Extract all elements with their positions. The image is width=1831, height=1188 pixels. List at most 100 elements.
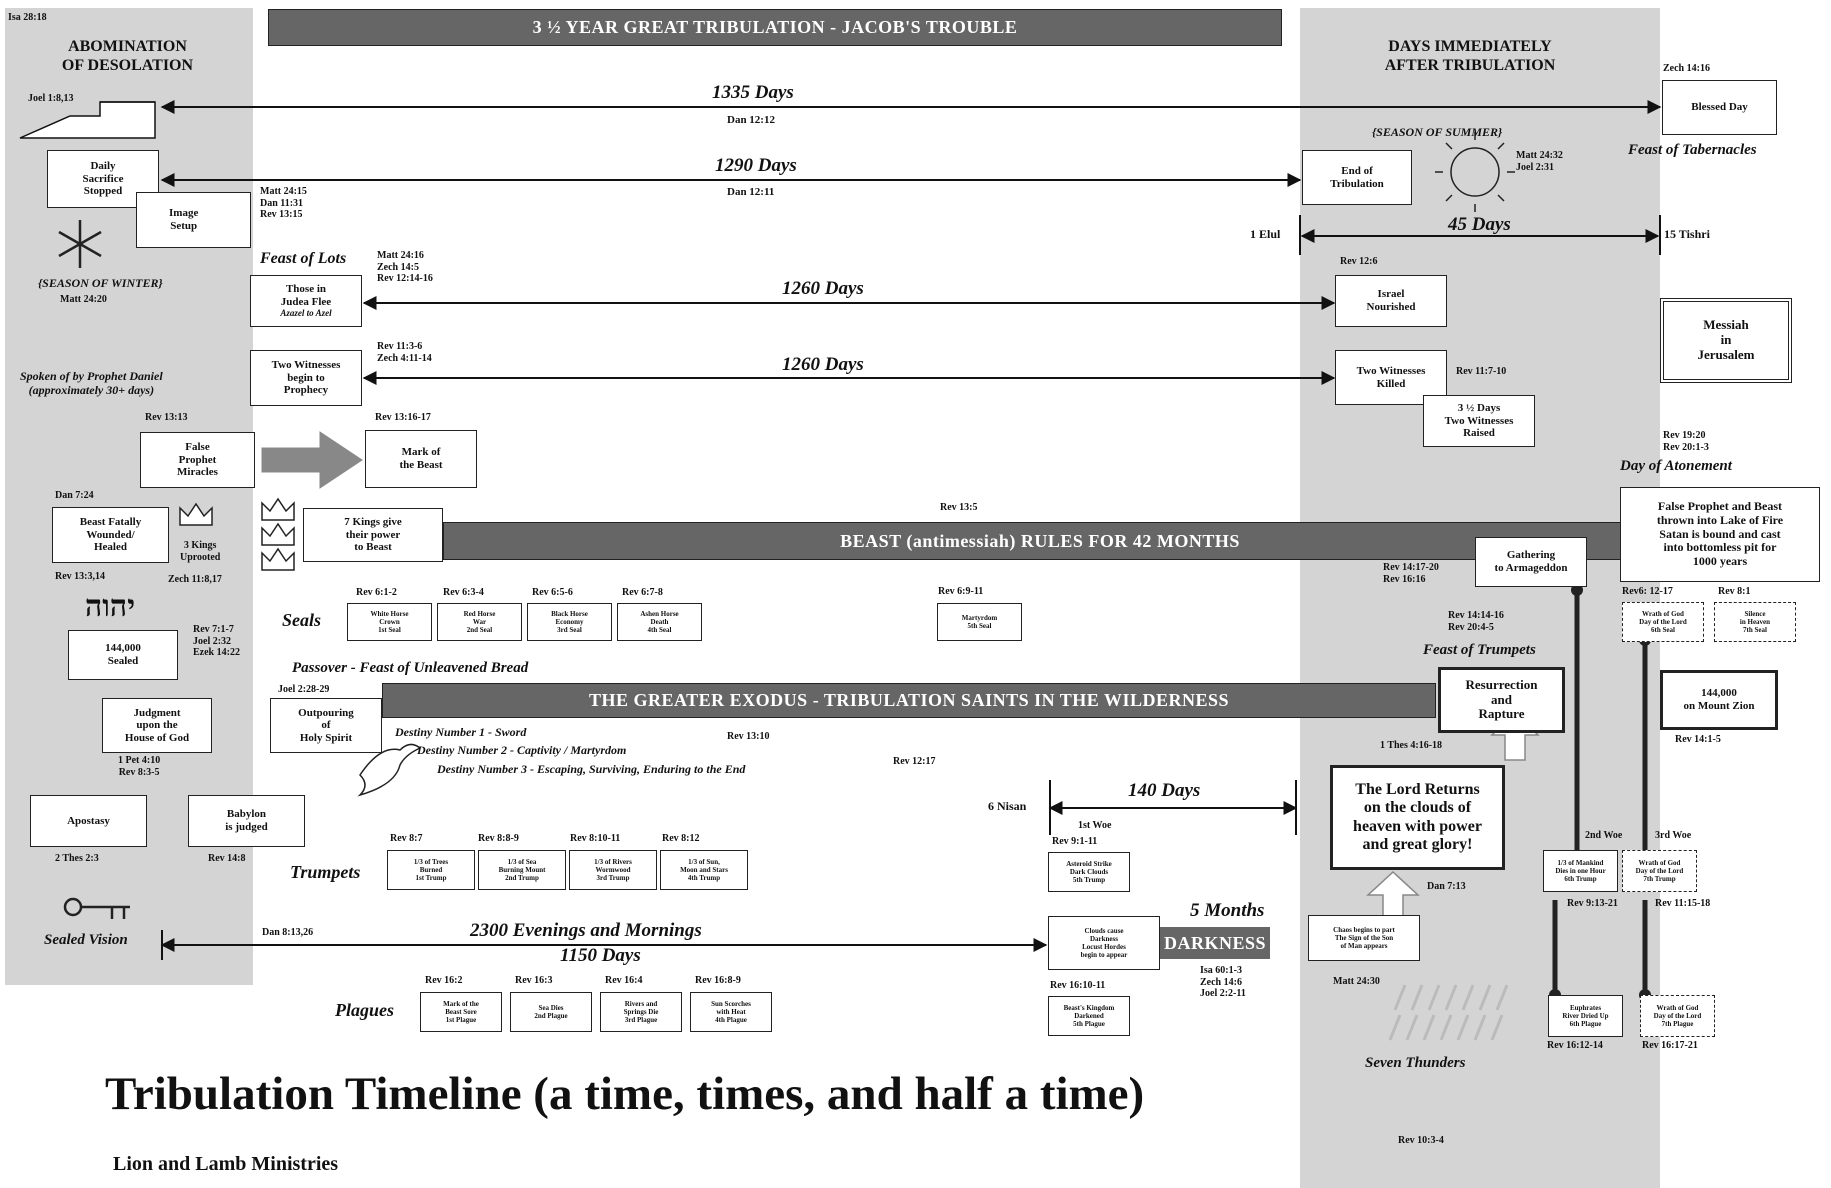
woe-2: 2nd Woe [1585, 830, 1623, 841]
feast-trumpets: Feast of Trumpets [1423, 642, 1536, 658]
winter-ref: Matt 24:20 [60, 294, 107, 305]
plague1-ref: Rev 16:2 [425, 975, 463, 986]
destiny-1: Destiny Number 1 - Sword [395, 725, 527, 739]
seal3-ref: Rev 6:5-6 [532, 587, 573, 598]
end-tribulation-box: End of Tribulation [1302, 150, 1412, 205]
yhwh-glyph: יהוה [85, 590, 136, 623]
seal4-box: Ashen Horse Death 4th Seal [617, 603, 702, 641]
plague5-box: Beast's Kingdom Darkened 5th Plague [1048, 996, 1130, 1036]
rev-81: Rev 8:1 [1718, 586, 1751, 597]
outpouring-box: Outpouring of Holy Spirit [270, 698, 382, 753]
rev-1316-17: Rev 13:16-17 [375, 412, 431, 423]
seven-kings-box: 7 Kings give their power to Beast [303, 508, 443, 562]
mark-arrow [261, 431, 363, 489]
plague2-box: Sea Dies 2nd Plague [510, 992, 592, 1032]
summer-refs: Matt 24:32 Joel 2:31 [1516, 150, 1563, 173]
babylon-box: Babylon is judged [188, 795, 305, 847]
mark-beast-box: Mark of the Beast [365, 430, 477, 488]
trump5-box: Asteroid Strike Dark Clouds 5th Trump [1048, 852, 1130, 892]
resurrection-box: Resurrection and Rapture [1438, 667, 1565, 733]
trump1-ref: Rev 8:7 [390, 833, 423, 844]
woe-1: 1st Woe [1078, 820, 1112, 831]
rev-141: Rev 14:1-5 [1675, 734, 1721, 745]
crown-icon [179, 497, 295, 571]
span-140: 140 Days [1128, 780, 1201, 801]
trump6-box: 1/3 of Mankind Dies in one Hour 6th Trum… [1543, 850, 1618, 892]
dove-icon [357, 743, 422, 797]
res-refs: Rev 14:14-16 Rev 20:4-5 [1448, 610, 1504, 633]
judgment-box: Judgment upon the House of God [102, 698, 212, 753]
judea-flee-box: Those in Judea Flee Azazel to Azel [250, 275, 362, 327]
mount-zion-box: 144,000 on Mount Zion [1660, 670, 1778, 730]
rev-117: Rev 11:7-10 [1456, 366, 1507, 377]
dan-724: Dan 7:24 [55, 490, 94, 501]
plague5-ref: Rev 16:10-11 [1050, 980, 1106, 991]
span-1290: 1290 Days [715, 155, 797, 176]
seal3-box: Black Horse Economy 3rd Seal [527, 603, 612, 641]
greater-exodus-banner: THE GREATER EXODUS - TRIBULATION SAINTS … [382, 683, 1436, 718]
span-1335: 1335 Days [712, 82, 794, 103]
israel-nourished-box: Israel Nourished [1335, 275, 1447, 327]
rev-69-11: Rev 6:9-11 [938, 586, 984, 597]
rev-103: Rev 10:3-4 [1398, 1135, 1444, 1146]
ministry-name: Lion and Lamb Ministries [113, 1153, 339, 1175]
span-45: 45 Days [1448, 214, 1511, 235]
plague3-box: Rivers and Springs Die 3rd Plague [600, 992, 682, 1032]
seal2-box: Red Horse War 2nd Seal [437, 603, 522, 641]
plagues-label: Plagues [335, 1000, 395, 1020]
tishri-label: 15 Tishri [1664, 227, 1710, 241]
rev-135: Rev 13:5 [940, 502, 978, 513]
seal1-box: White Horse Crown 1st Seal [347, 603, 432, 641]
woe-3: 3rd Woe [1655, 830, 1692, 841]
image-setup-box: Image Setup [136, 192, 251, 248]
span-1150: 1150 Days [560, 945, 641, 966]
blessed-day-box: Blessed Day [1662, 80, 1777, 135]
feast-tabernacles: Feast of Tabernacles [1628, 142, 1757, 158]
destiny-3: Destiny Number 3 - Escaping, Surviving, … [437, 762, 746, 776]
plague7-box: Wrath of God Day of the Lord 7th Plague [1640, 995, 1715, 1037]
dan-713: Dan 7:13 [1427, 881, 1466, 892]
rev-1313: Rev 13:13 [145, 412, 188, 423]
plague4-box: Sun Scorches with Heat 4th Plague [690, 992, 772, 1032]
trump3-ref: Rev 8:10-11 [570, 833, 621, 844]
span-1260a: 1260 Days [782, 278, 864, 299]
abomination-header: ABOMINATION OF DESOLATION [61, 38, 194, 75]
plague4-ref: Rev 16:8-9 [695, 975, 741, 986]
dan-1212: Dan 12:12 [727, 114, 775, 126]
lots-refs: Matt 24:16 Zech 14:5 Rev 12:14-16 [377, 250, 433, 284]
apostasy-box: Apostasy [30, 795, 147, 847]
plague1-box: Mark of the Beast Sore 1st Plague [420, 992, 502, 1032]
plague2-ref: Rev 16:3 [515, 975, 553, 986]
witnesses-raised-box: 3 ½ Days Two Witnesses Raised [1423, 395, 1535, 447]
rev-612: Rev6: 12-17 [1622, 586, 1673, 597]
rev-126: Rev 12:6 [1340, 256, 1378, 267]
passover-label: Passover - Feast of Unleavened Bread [292, 660, 529, 676]
sealed-refs: Rev 7:1-7 Joel 2:32 Ezek 14:22 [193, 624, 240, 658]
rev-1115: Rev 11:15-18 [1655, 898, 1711, 909]
plague3-ref: Rev 16:4 [605, 975, 643, 986]
rev-1217: Rev 12:17 [893, 756, 936, 767]
azazel-text: Azazel to Azel [280, 308, 332, 319]
trump7-box: Wrath of God Day of the Lord 7th Trump [1622, 850, 1697, 892]
image-refs: Matt 24:15 Dan 11:31 Rev 13:15 [260, 186, 307, 220]
sign-son-box: Chaos begins to part The Sign of the Son… [1308, 915, 1420, 961]
dan-813: Dan 8:13,26 [262, 927, 314, 938]
trump4-ref: Rev 8:12 [662, 833, 700, 844]
seal6-box: Wrath of God Day of the Lord 6th Seal [1622, 602, 1704, 642]
thes-416: 1 Thes 4:16-18 [1380, 740, 1443, 751]
season-winter: {SEASON OF WINTER} [38, 276, 163, 290]
snowflake-icon [58, 220, 102, 268]
day-atonement: Day of Atonement [1620, 458, 1732, 474]
zech-118: Zech 11:8,17 [168, 574, 222, 585]
five-months: 5 Months [1190, 900, 1265, 921]
sealed-vision: Sealed Vision [44, 932, 128, 948]
trump2-box: 1/3 of Sea Burning Mount 2nd Trump [478, 850, 566, 890]
sealed-144000-box: 144,000 Sealed [68, 630, 178, 680]
span-1260b: 1260 Days [782, 354, 864, 375]
key-icon [63, 897, 130, 919]
darkness-banner: DARKNESS [1160, 927, 1270, 959]
elul-label: 1 Elul [1250, 227, 1281, 241]
seals-label: Seals [282, 610, 322, 630]
seal1-ref: Rev 6:1-2 [356, 587, 397, 598]
darkness-refs: Isa 60:1-3 Zech 14:6 Joel 2:2-11 [1200, 965, 1246, 999]
